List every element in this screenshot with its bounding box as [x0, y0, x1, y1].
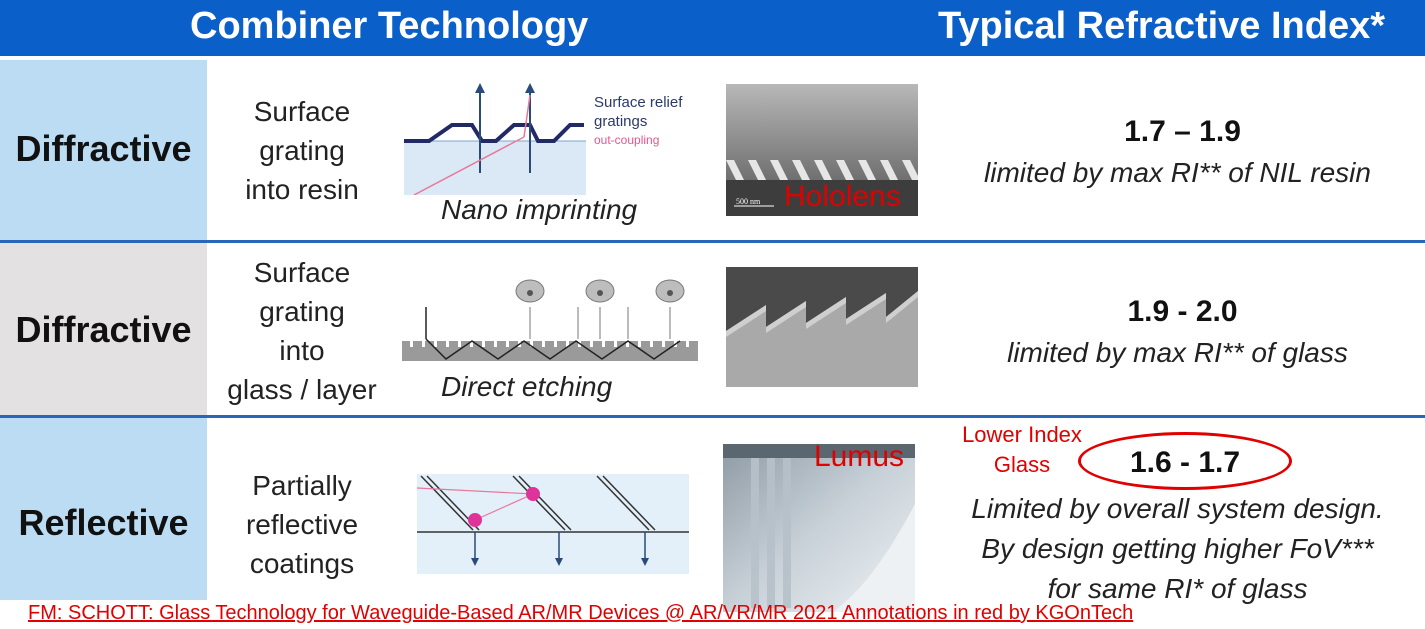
caption-direct-etching: Direct etching: [441, 371, 613, 402]
method-surface-grating-resin: Surface grating into resin: [207, 92, 397, 209]
method-line: Partially: [252, 470, 352, 501]
method-partially-reflective: Partially reflective coatings: [207, 466, 397, 583]
ri-note-3: Limited by overall system design. By des…: [930, 489, 1425, 609]
method-line: coatings: [249, 548, 355, 579]
method-line: Surface: [253, 257, 351, 288]
type-cell-reflective: Reflective: [0, 418, 207, 600]
type-label-diffractive-2: Diffractive: [15, 309, 192, 350]
sawtooth-sem-image: [726, 267, 918, 387]
ri-note-line: for same RI* of glass: [1047, 573, 1308, 604]
type-label-reflective: Reflective: [18, 502, 189, 543]
row-diffractive-resin: Diffractive Surface grating into resin S…: [0, 60, 1425, 240]
method-line: grating: [259, 135, 345, 166]
ri-note-line: limited by max RI** of glass: [1007, 337, 1348, 368]
method-line: grating: [259, 296, 345, 327]
diagram-labels: Surface relief gratings out-coupling: [594, 93, 682, 150]
annotation-lumus: Lumus: [814, 440, 905, 473]
caption-nano-imprinting: Nano imprinting: [441, 194, 638, 225]
refractive-index-heading: Typical Refractive Index*: [938, 5, 1386, 47]
method-line: Surface: [253, 96, 351, 127]
annotation-hololens: Hololens: [784, 180, 901, 213]
ri-note-line: By design getting higher FoV***: [981, 533, 1374, 564]
ri-highlight-ellipse: [1078, 432, 1292, 490]
type-cell-diffractive-1: Diffractive: [0, 60, 207, 240]
type-label-diffractive-1: Diffractive: [15, 128, 192, 169]
method-line: into: [279, 335, 325, 366]
reflective-coatings-diagram: [417, 474, 689, 574]
annotation-line: Lower Index: [962, 422, 1082, 447]
method-line: into resin: [245, 174, 359, 205]
combiner-technology-heading: Combiner Technology: [190, 5, 589, 47]
method-line: glass / layer: [227, 374, 377, 405]
scale-bar-label: 500 nm: [736, 197, 761, 206]
ri-value-2: 1.9 - 2.0: [1127, 295, 1238, 328]
ri-note-2: limited by max RI** of glass: [930, 333, 1425, 373]
ri-note-1: limited by max RI** of NIL resin: [930, 153, 1425, 193]
surface-relief-label: Surface relief: [594, 94, 683, 111]
type-cell-diffractive-2: Diffractive: [0, 243, 207, 415]
lumus-waveguide-photo: [723, 444, 915, 612]
ri-note-line: Limited by overall system design.: [971, 493, 1384, 524]
row-diffractive-glass: Diffractive Surface grating into glass /…: [0, 243, 1425, 415]
ri-value-3: 1.6 - 1.7: [1129, 446, 1241, 479]
sem-photo-hololens: 500 nm: [726, 84, 918, 216]
ri-value-1: 1.7 – 1.9: [1124, 115, 1241, 148]
ri-note-line: limited by max RI** of NIL resin: [984, 157, 1371, 188]
row-separator: [0, 415, 1425, 418]
direct-etching-diagram: [402, 279, 698, 361]
row-reflective: Reflective Partially reflective coatings: [0, 418, 1425, 612]
annotation-lower-index-glass: Lower Index Glass: [944, 420, 1100, 480]
out-coupling-label: out-coupling: [594, 133, 660, 147]
row-separator: [0, 240, 1425, 243]
header-bar: Combiner Technology Typical Refractive I…: [0, 0, 1425, 56]
method-line: reflective: [245, 509, 359, 540]
method-surface-grating-glass: Surface grating into glass / layer: [207, 253, 397, 409]
surface-relief-grating-drawing: [404, 83, 586, 195]
surface-relief-diagram: Surface relief gratings out-coupling: [404, 73, 704, 195]
source-credit: FM: SCHOTT: Glass Technology for Wavegui…: [28, 602, 1134, 624]
gratings-label: gratings: [594, 113, 648, 130]
annotation-line: Glass: [993, 452, 1051, 477]
grating-sem-image: 500 nm: [726, 84, 918, 216]
